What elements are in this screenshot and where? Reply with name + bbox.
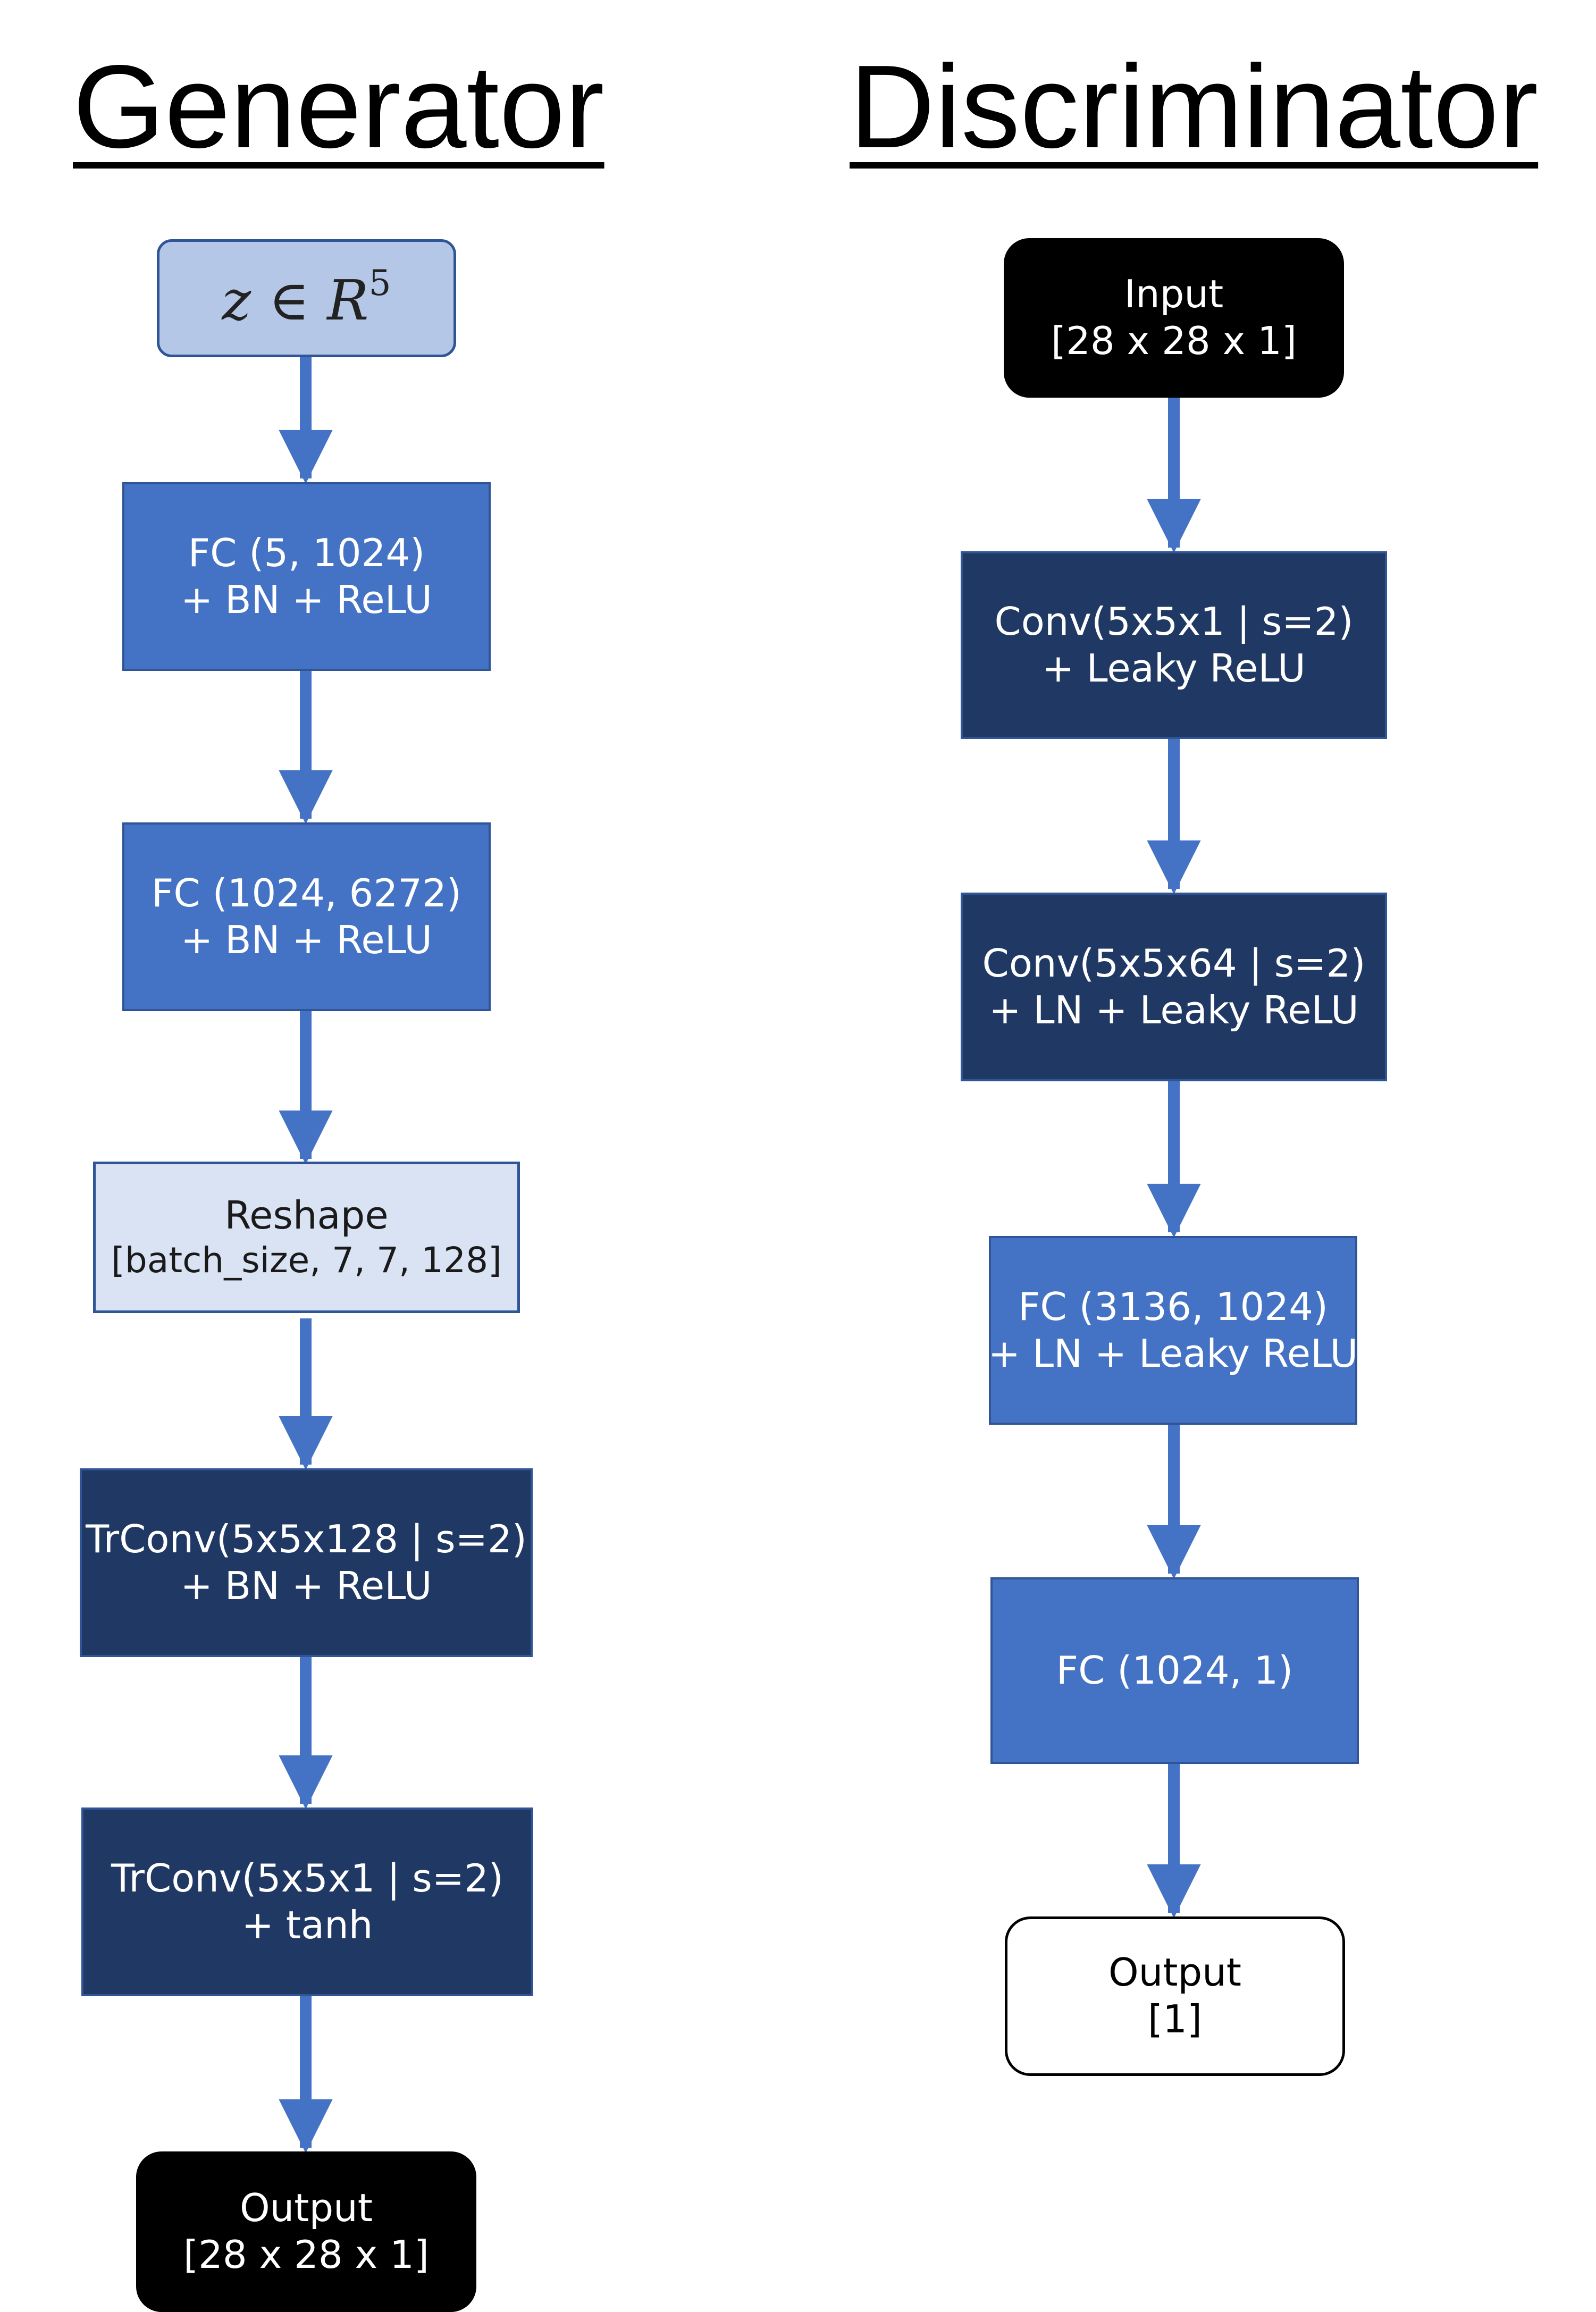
- gen-reshape-line1: Reshape: [224, 1193, 389, 1238]
- disc-conv2-line2: + LN + Leaky ReLU: [989, 987, 1359, 1032]
- gen-trconv1-line2: + BN + ReLU: [180, 1563, 432, 1608]
- gen-trconv1-node: TrConv(5x5x128 | s=2) + BN + ReLU: [80, 1468, 533, 1657]
- gen-input-latent-node: z ∈ R5: [157, 239, 456, 357]
- gen-output-node: Output [28 x 28 x 1]: [136, 2151, 476, 2312]
- gen-fc1-line1: FC (5, 1024): [188, 530, 425, 575]
- gen-fc2-line1: FC (1024, 6272): [152, 870, 461, 915]
- disc-conv1-line1: Conv(5x5x1 | s=2): [994, 599, 1354, 644]
- gen-reshape-line2: [batch_size, 7, 7, 128]: [111, 1240, 502, 1281]
- disc-output-node: Output [1]: [1005, 1916, 1345, 2076]
- disc-input-node: Input [28 x 28 x 1]: [1004, 238, 1344, 398]
- disc-conv2-line1: Conv(5x5x64 | s=2): [982, 940, 1366, 986]
- disc-conv1-line2: + Leaky ReLU: [1042, 645, 1306, 691]
- gen-trconv2-line1: TrConv(5x5x1 | s=2): [111, 1855, 504, 1901]
- generator-title: Generator: [73, 41, 604, 173]
- gen-trconv2-line2: + tanh: [241, 1902, 373, 1947]
- gen-fc1-node: FC (5, 1024) + BN + ReLU: [122, 482, 491, 671]
- disc-conv1-node: Conv(5x5x1 | s=2) + Leaky ReLU: [961, 551, 1387, 739]
- gen-trconv2-node: TrConv(5x5x1 | s=2) + tanh: [81, 1807, 533, 1996]
- disc-fc2-line1: FC (1024, 1): [1056, 1647, 1293, 1693]
- gen-output-line1: Output: [239, 2185, 373, 2231]
- gen-fc2-node: FC (1024, 6272) + BN + ReLU: [122, 822, 491, 1011]
- disc-input-line2: [28 x 28 x 1]: [1051, 318, 1297, 363]
- discriminator-title: Discriminator: [850, 41, 1539, 173]
- gen-fc2-line2: + BN + ReLU: [181, 917, 432, 962]
- gen-input-latent-label: z ∈ R5: [222, 262, 391, 333]
- disc-output-line2: [1]: [1148, 1997, 1202, 2041]
- disc-fc1-line1: FC (3136, 1024): [1018, 1284, 1328, 1329]
- gen-fc1-line2: + BN + ReLU: [181, 577, 432, 622]
- gen-reshape-node: Reshape [batch_size, 7, 7, 128]: [93, 1162, 520, 1313]
- disc-input-line1: Input: [1124, 272, 1224, 317]
- gen-output-line2: [28 x 28 x 1]: [183, 2232, 429, 2277]
- disc-output-line1: Output: [1108, 1950, 1242, 1995]
- disc-fc2-node: FC (1024, 1): [990, 1577, 1359, 1764]
- disc-fc1-node: FC (3136, 1024) + LN + Leaky ReLU: [988, 1236, 1358, 1425]
- gen-trconv1-line1: TrConv(5x5x128 | s=2): [86, 1516, 527, 1561]
- disc-conv2-node: Conv(5x5x64 | s=2) + LN + Leaky ReLU: [961, 893, 1387, 1081]
- disc-fc1-line2: + LN + Leaky ReLU: [988, 1331, 1358, 1376]
